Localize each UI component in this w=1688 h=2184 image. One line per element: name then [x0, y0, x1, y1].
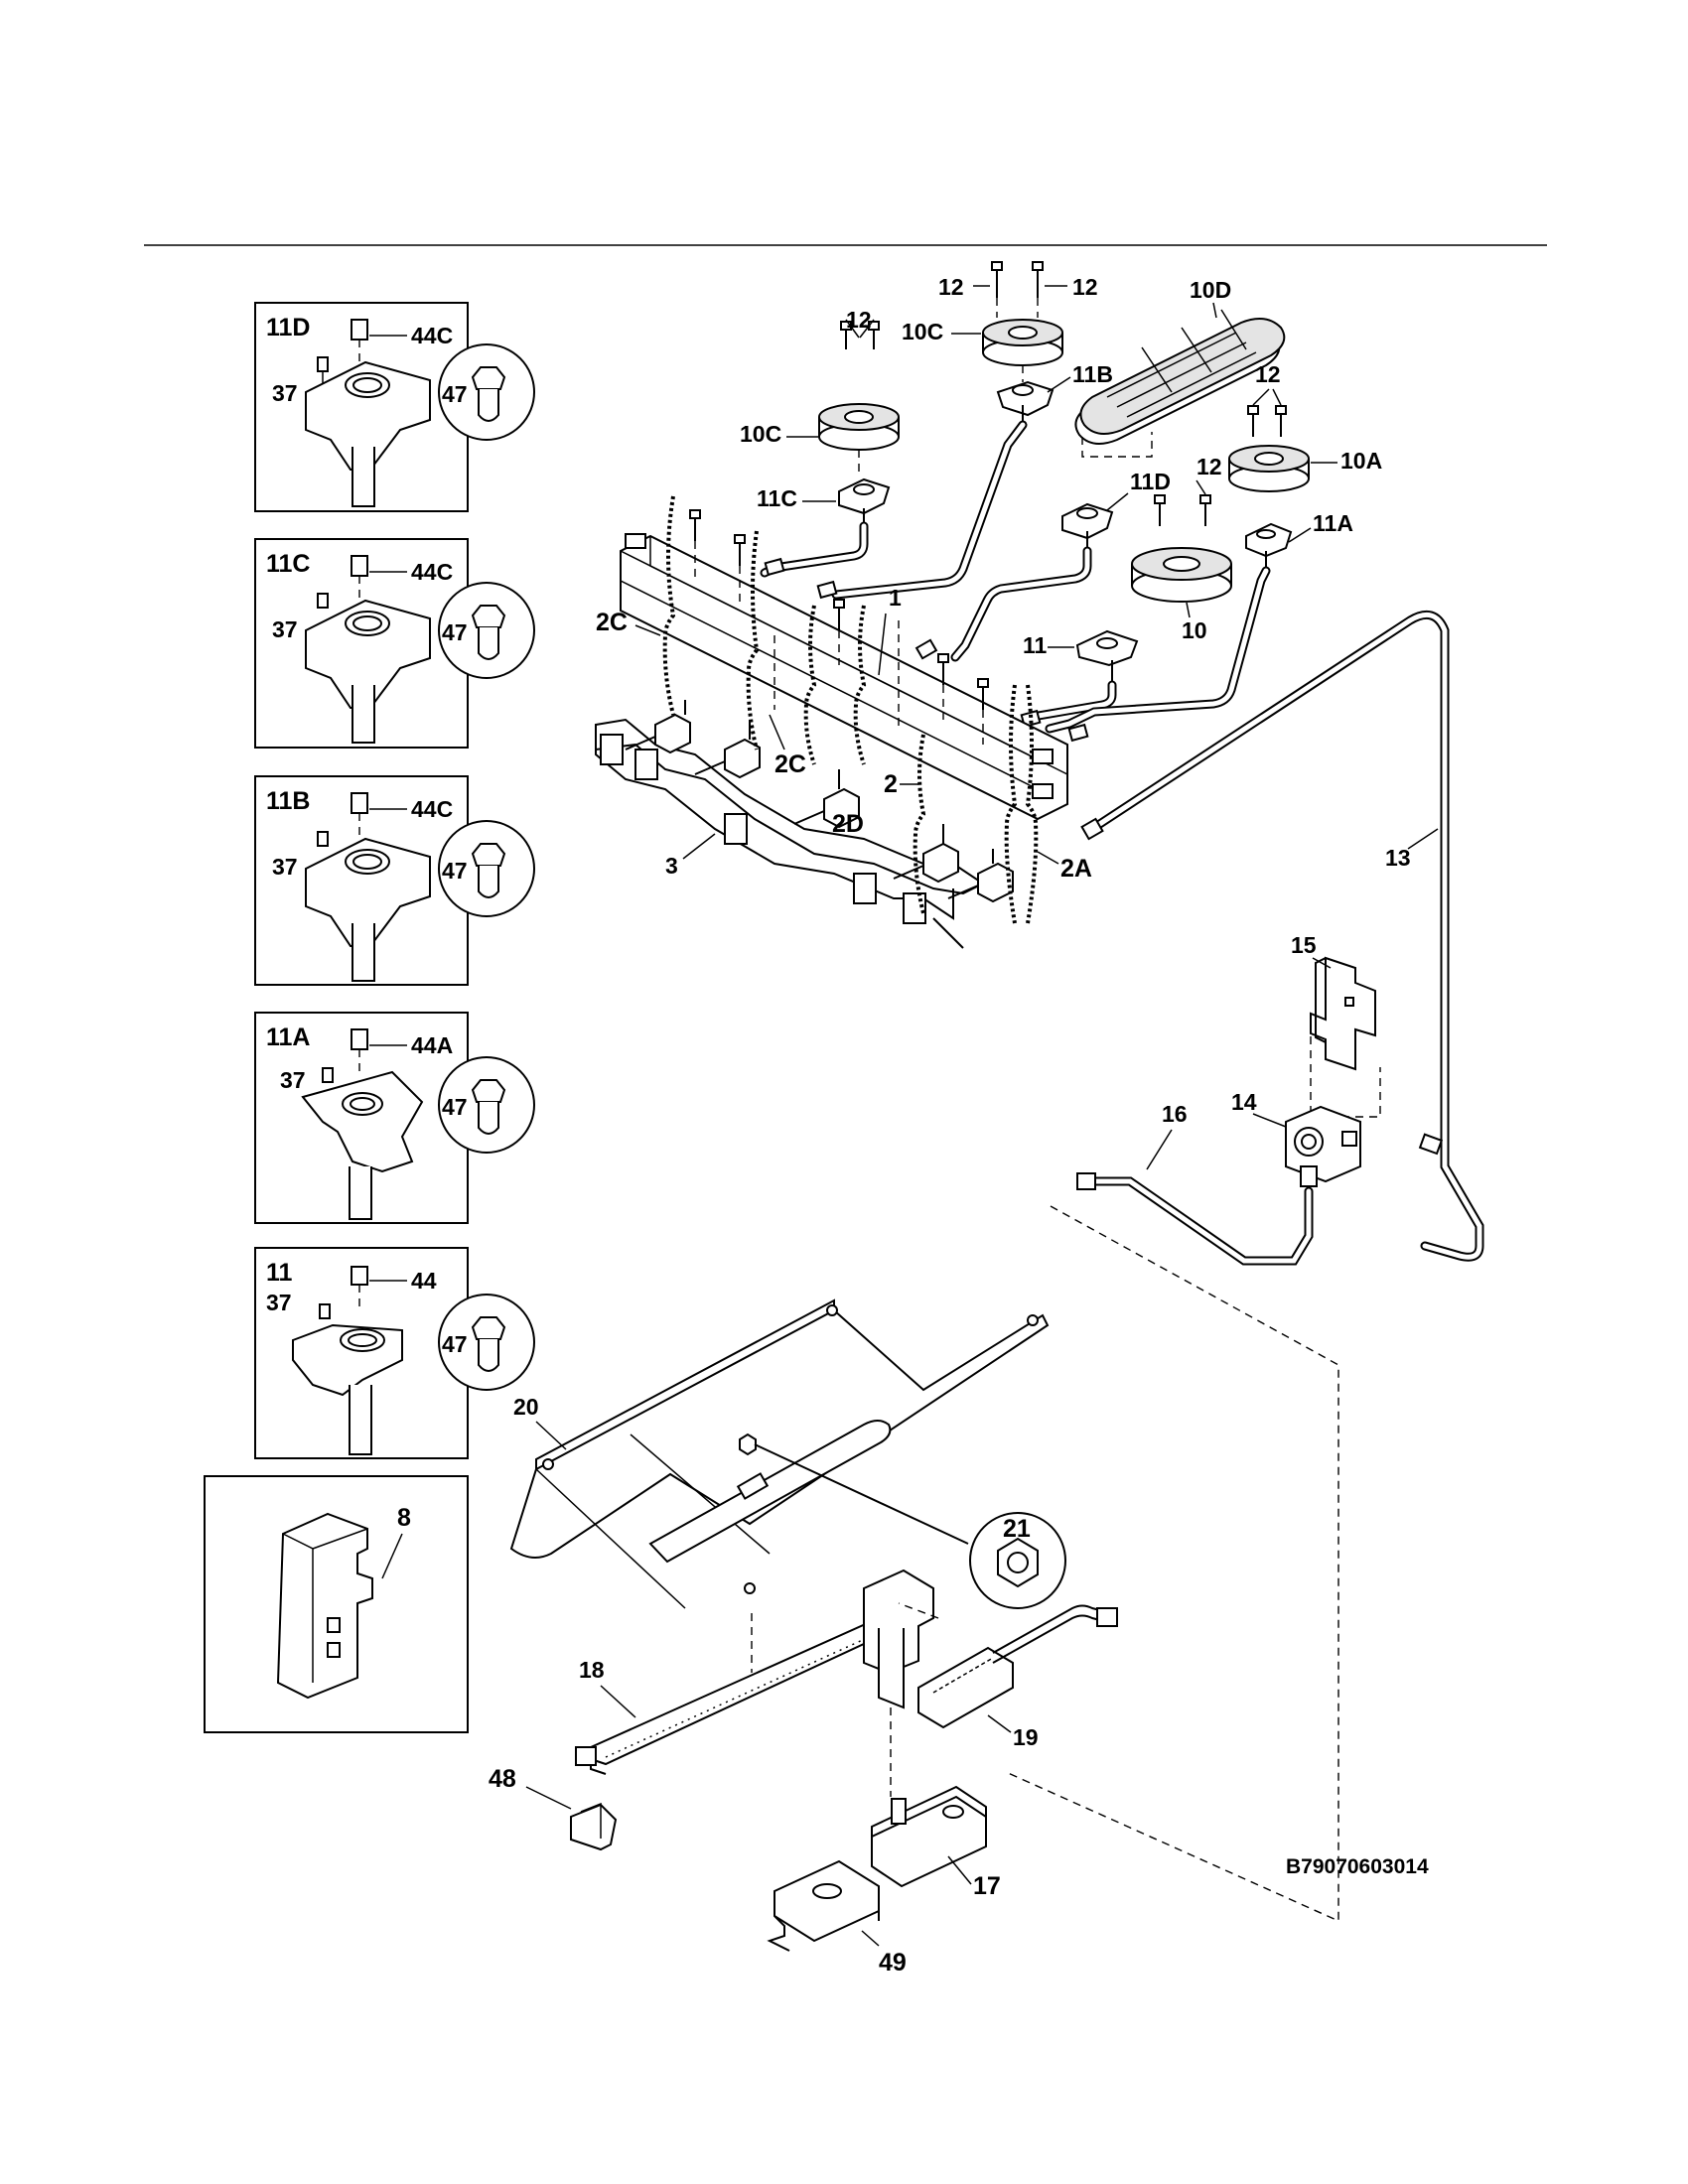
label-2c-mid: 2C [774, 751, 806, 778]
burner-10c [818, 403, 900, 451]
label-10c-top: 10C [902, 319, 943, 344]
label-3: 3 [665, 853, 678, 879]
inset-11a: 11A 44A 37 47 [254, 1012, 535, 1224]
inset-11c-callout-37: 37 [272, 616, 298, 642]
oven-burner-18 [575, 1613, 895, 1775]
label-2: 2 [884, 770, 898, 798]
label-11d: 11D [1130, 469, 1171, 494]
grouping-braces [662, 495, 1039, 924]
inset-module-callout-8: 8 [397, 1504, 411, 1532]
inset-11d-callout-37: 37 [272, 380, 298, 406]
tube-16 [1076, 1172, 1314, 1266]
label-10d: 10D [1190, 277, 1231, 303]
inset-11d-title: 11D [266, 314, 310, 341]
inset-11c-callout-47: 47 [442, 619, 468, 645]
bracket-15 [1310, 956, 1376, 1071]
label-12-a: 12 [938, 274, 964, 300]
inset-11b-title: 11B [266, 787, 310, 815]
inset-11d: 11D 44C 37 47 [254, 302, 535, 512]
inset-11c: 11C 44C 37 47 [254, 538, 535, 749]
label-12-c: 12 [1255, 361, 1281, 387]
label-10: 10 [1182, 617, 1207, 643]
inset-11d-callout-47: 47 [442, 381, 468, 407]
label-17: 17 [973, 1872, 1001, 1900]
orifice-holder-11 [1075, 629, 1139, 685]
orifice-holder-11b [996, 380, 1055, 425]
label-21: 21 [1003, 1515, 1031, 1543]
label-48: 48 [489, 1765, 516, 1793]
inset-11-callout-37: 37 [266, 1290, 292, 1315]
orifice-holder-11c [838, 478, 891, 526]
inset-11d-callout-44c: 44C [411, 323, 453, 348]
inset-11-callout-47: 47 [442, 1331, 468, 1357]
label-12-e: 12 [1196, 454, 1222, 479]
inset-11c-callout-44c: 44C [411, 559, 453, 585]
burner-10a [1228, 445, 1310, 492]
igniter-19 [898, 1602, 1118, 1729]
label-49: 49 [879, 1949, 907, 1977]
burner-10 [1131, 547, 1232, 603]
label-11a: 11A [1313, 510, 1353, 536]
label-2a: 2A [1060, 855, 1092, 883]
clip-48 [570, 1802, 618, 1851]
burner-10c-top [982, 319, 1063, 366]
inset-11b-callout-47: 47 [442, 858, 468, 884]
inset-11c-title: 11C [266, 550, 310, 578]
screws-10 [1154, 494, 1211, 526]
inset-11a-callout-37: 37 [280, 1067, 306, 1093]
label-15: 15 [1291, 932, 1317, 958]
label-13: 13 [1385, 845, 1411, 871]
inset-spark-module: 8 [204, 1475, 469, 1733]
label-11b: 11B [1072, 361, 1113, 387]
inset-11-title: 11 [266, 1259, 293, 1287]
label-11c: 11C [757, 485, 797, 511]
oven-burner-tube [648, 1420, 892, 1564]
burner-venturi [863, 1569, 934, 1797]
label-11: 11 [1023, 632, 1048, 658]
orifice-holder-11d [1061, 502, 1114, 551]
label-14: 14 [1231, 1089, 1257, 1115]
inset-11-callout-44: 44 [411, 1268, 437, 1294]
screws-10c [840, 319, 880, 349]
inset-11a-callout-44a: 44A [411, 1032, 453, 1058]
bracket-screws [689, 509, 989, 745]
label-20: 20 [513, 1394, 539, 1420]
label-10c: 10C [740, 421, 781, 447]
inset-11b: 11B 44C 37 47 [254, 775, 535, 986]
gas-valves [625, 700, 1014, 903]
label-12-d: 12 [846, 307, 872, 333]
label-16: 16 [1162, 1101, 1188, 1127]
inset-11b-callout-44c: 44C [411, 796, 453, 822]
label-18: 18 [579, 1657, 605, 1683]
inset-11: 11 44 37 47 [254, 1247, 535, 1459]
nut-21 [739, 1433, 1066, 1609]
gas-tubes [760, 420, 1271, 734]
bracket-49 [767, 1859, 880, 1952]
diagram-code: B79070603014 [1286, 1855, 1429, 1878]
label-2c-left: 2C [596, 609, 628, 636]
label-2d: 2D [832, 810, 864, 838]
inset-11b-callout-37: 37 [272, 854, 298, 880]
label-1: 1 [889, 585, 902, 611]
oven-valve-17 [871, 1785, 987, 1888]
pressure-regulator-14 [1285, 1105, 1361, 1187]
label-19: 19 [1013, 1724, 1039, 1750]
label-12-b: 12 [1072, 274, 1098, 300]
burner-shield-20 [509, 1298, 1050, 1609]
burner-bracket-1 [620, 533, 1068, 821]
orifice-holder-11a [1245, 522, 1293, 571]
inset-11a-callout-47: 47 [442, 1094, 468, 1120]
manifold-3 [595, 718, 985, 949]
screws-top [973, 261, 1067, 318]
supply-tube-13 [1080, 610, 1484, 1262]
label-10a: 10A [1340, 448, 1382, 474]
oval-burner-10d [1074, 309, 1286, 445]
screws-10a [1247, 388, 1287, 437]
inset-11a-title: 11A [266, 1024, 310, 1051]
